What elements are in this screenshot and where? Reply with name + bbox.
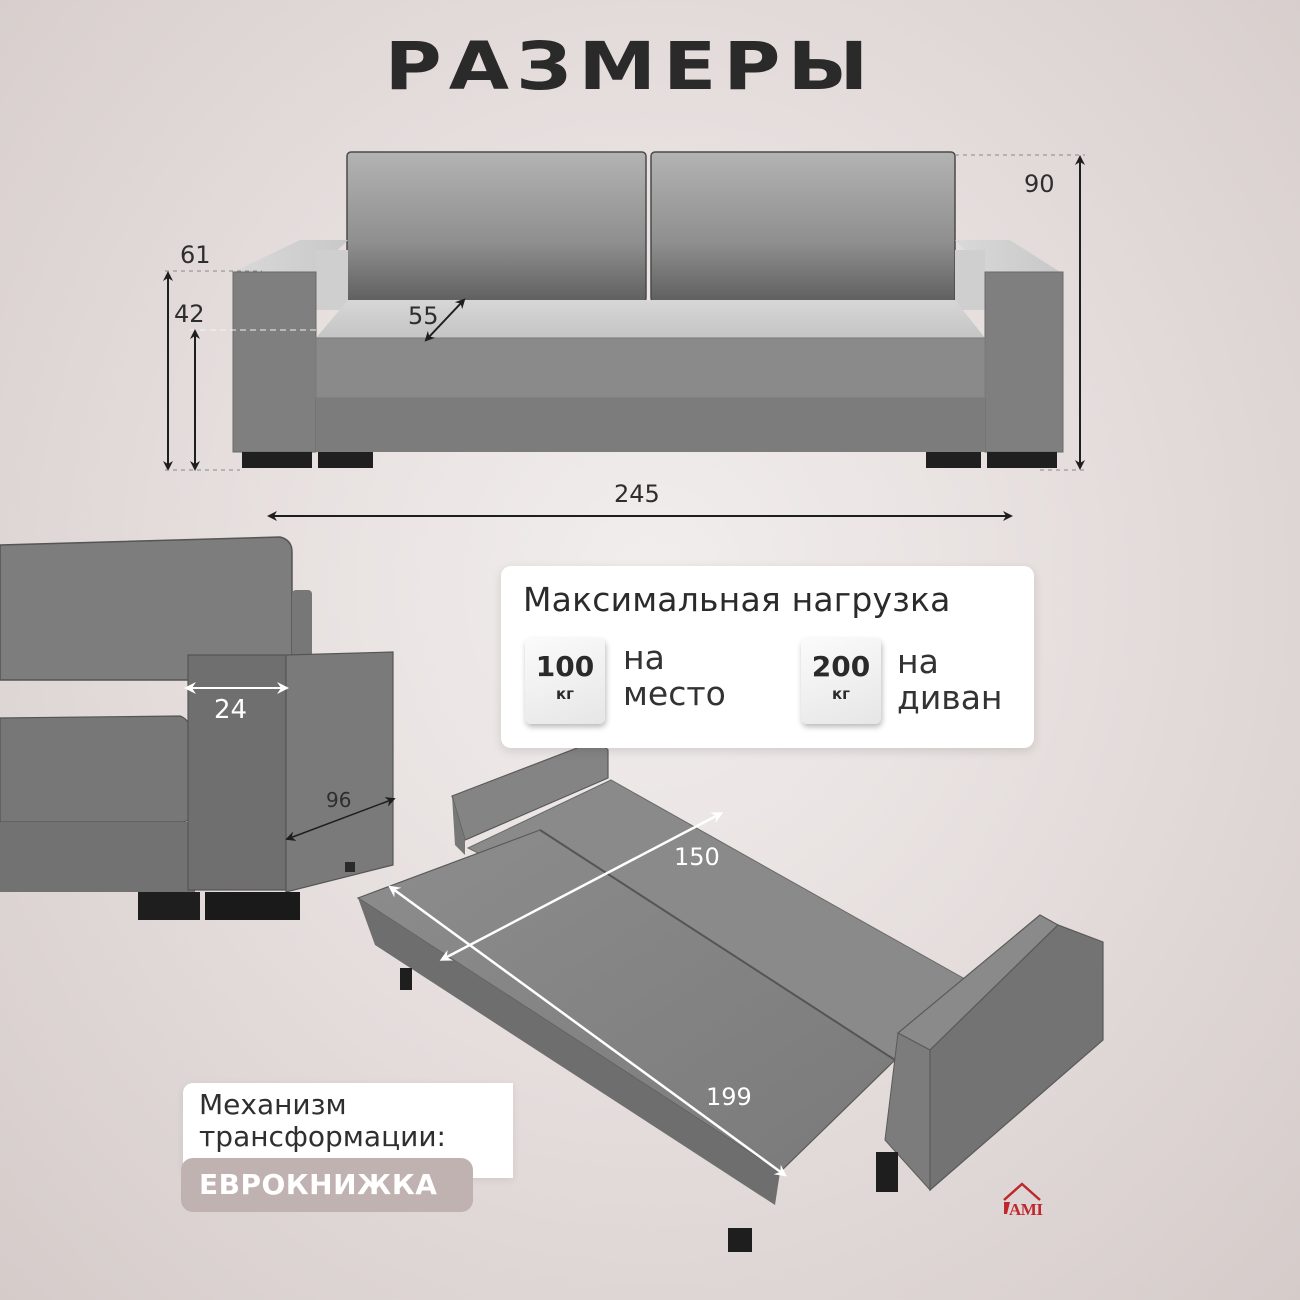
load-label-line2: место <box>623 674 726 713</box>
dim-sleeping-width: 150 <box>674 843 720 871</box>
house-roof-icon <box>1003 1182 1041 1214</box>
load-unit: кг <box>555 685 575 703</box>
dim-total-depth: 96 <box>326 788 352 812</box>
max-load-card: Максимальная нагрузка 100 кг на место 20… <box>501 566 1034 748</box>
mechanism-value-badge: ЕВРОКНИЖКА <box>181 1158 473 1212</box>
load-unit: кг <box>831 685 851 703</box>
load-label-seat: на место <box>623 640 726 712</box>
load-value: 200 <box>811 650 871 683</box>
page-title: РАЗМЕРЫ <box>384 28 876 105</box>
mechanism-label-line2: трансформации: <box>199 1120 446 1153</box>
load-badge-seat: 100 кг <box>525 638 605 724</box>
dim-total-width: 245 <box>614 480 660 508</box>
dim-armrest-width: 24 <box>214 695 248 725</box>
side-view-sofa <box>0 536 394 920</box>
brand-logo: AMI <box>1002 1180 1043 1222</box>
mechanism-label-line1: Механизм <box>199 1088 347 1121</box>
mechanism-label: Механизм трансформации: <box>199 1089 446 1153</box>
load-badge-sofa: 200 кг <box>801 638 881 724</box>
load-label-line2: диван <box>897 678 1003 717</box>
dim-sleeping-length: 199 <box>706 1083 752 1111</box>
dim-seat-height: 42 <box>174 300 205 328</box>
bed-dimension-lines <box>388 812 787 1177</box>
front-dimension-lines <box>163 154 1088 521</box>
dim-armrest-height: 61 <box>180 241 211 269</box>
load-value: 100 <box>535 650 595 683</box>
load-label-sofa: на диван <box>897 644 1003 716</box>
side-dimension-lines <box>184 682 396 841</box>
front-view-sofa <box>232 151 1064 468</box>
load-label-line1: на <box>897 642 939 681</box>
dim-total-height: 90 <box>1024 170 1055 198</box>
max-load-title: Максимальная нагрузка <box>523 580 951 619</box>
load-label-line1: на <box>623 638 665 677</box>
brand-logo-text: AMI <box>1009 1200 1043 1219</box>
dim-seat-depth: 55 <box>408 302 439 330</box>
